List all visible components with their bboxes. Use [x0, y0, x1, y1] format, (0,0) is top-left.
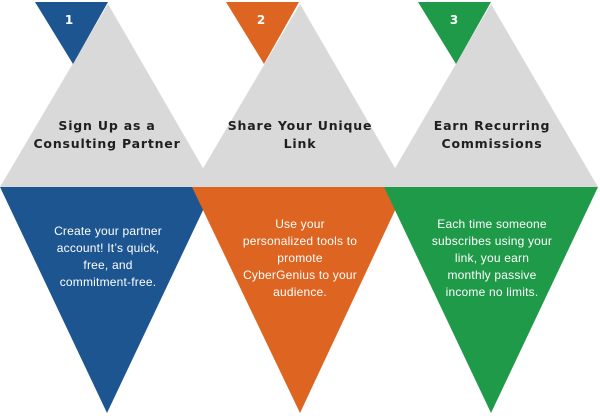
step-2-title-line-1: Share Your Unique: [228, 118, 373, 133]
step-2-body-triangle: [192, 187, 406, 413]
step-3-desc-line-1: Each time someone: [437, 217, 547, 231]
step-1-number-badge: [35, 2, 108, 64]
step-3-desc-line-3: link, you earn: [455, 251, 529, 265]
step-3-number-badge: [418, 2, 491, 64]
step-2-desc-line-1: Use your: [275, 217, 325, 231]
step-1-body-triangle: [0, 187, 214, 413]
step-1-gray-triangle: [0, 4, 214, 187]
step-3-title-line-1: Earn Recurring: [434, 118, 550, 133]
step-2-gray-triangle: [192, 4, 406, 187]
step-3-number: 3: [450, 13, 458, 27]
step-2-number: 2: [257, 13, 265, 27]
step-2-desc-line-2: personalized tools to: [243, 234, 357, 248]
step-2-number-badge: [226, 2, 299, 64]
step-3-title-line-2: Commissions: [442, 136, 543, 151]
step-1-title-line-2: Consulting Partner: [33, 136, 180, 151]
step-3-desc-line-4: monthly passive: [447, 268, 536, 282]
step-3-body-triangle: [384, 187, 598, 413]
step-1-title-line-1: Sign Up as a: [58, 118, 155, 133]
step-3-gray-triangle: [384, 4, 598, 187]
step-1: 1 Sign Up as a Consulting Partner Create…: [0, 2, 214, 413]
step-1-desc-line-2: account! It’s quick,: [57, 241, 160, 255]
step-1-number: 1: [65, 13, 73, 27]
step-2-title-line-2: Link: [284, 136, 317, 151]
step-1-desc-line-1: Create your partner: [54, 224, 162, 238]
step-1-desc-line-4: commitment-free.: [60, 275, 157, 289]
step-3-desc-line-2: subscribes using your: [432, 234, 552, 248]
step-3: 3 Earn Recurring Commissions Each time s…: [384, 2, 598, 413]
step-1-desc-line-3: free, and: [83, 258, 132, 272]
step-2-desc-line-3: promote: [277, 251, 323, 265]
step-2: 2 Share Your Unique Link Use your person…: [192, 2, 406, 413]
step-2-desc-line-4: CyberGenius to your: [243, 268, 357, 282]
step-3-desc-line-5: income no limits.: [446, 285, 539, 299]
step-2-desc-line-5: audience.: [273, 285, 327, 299]
